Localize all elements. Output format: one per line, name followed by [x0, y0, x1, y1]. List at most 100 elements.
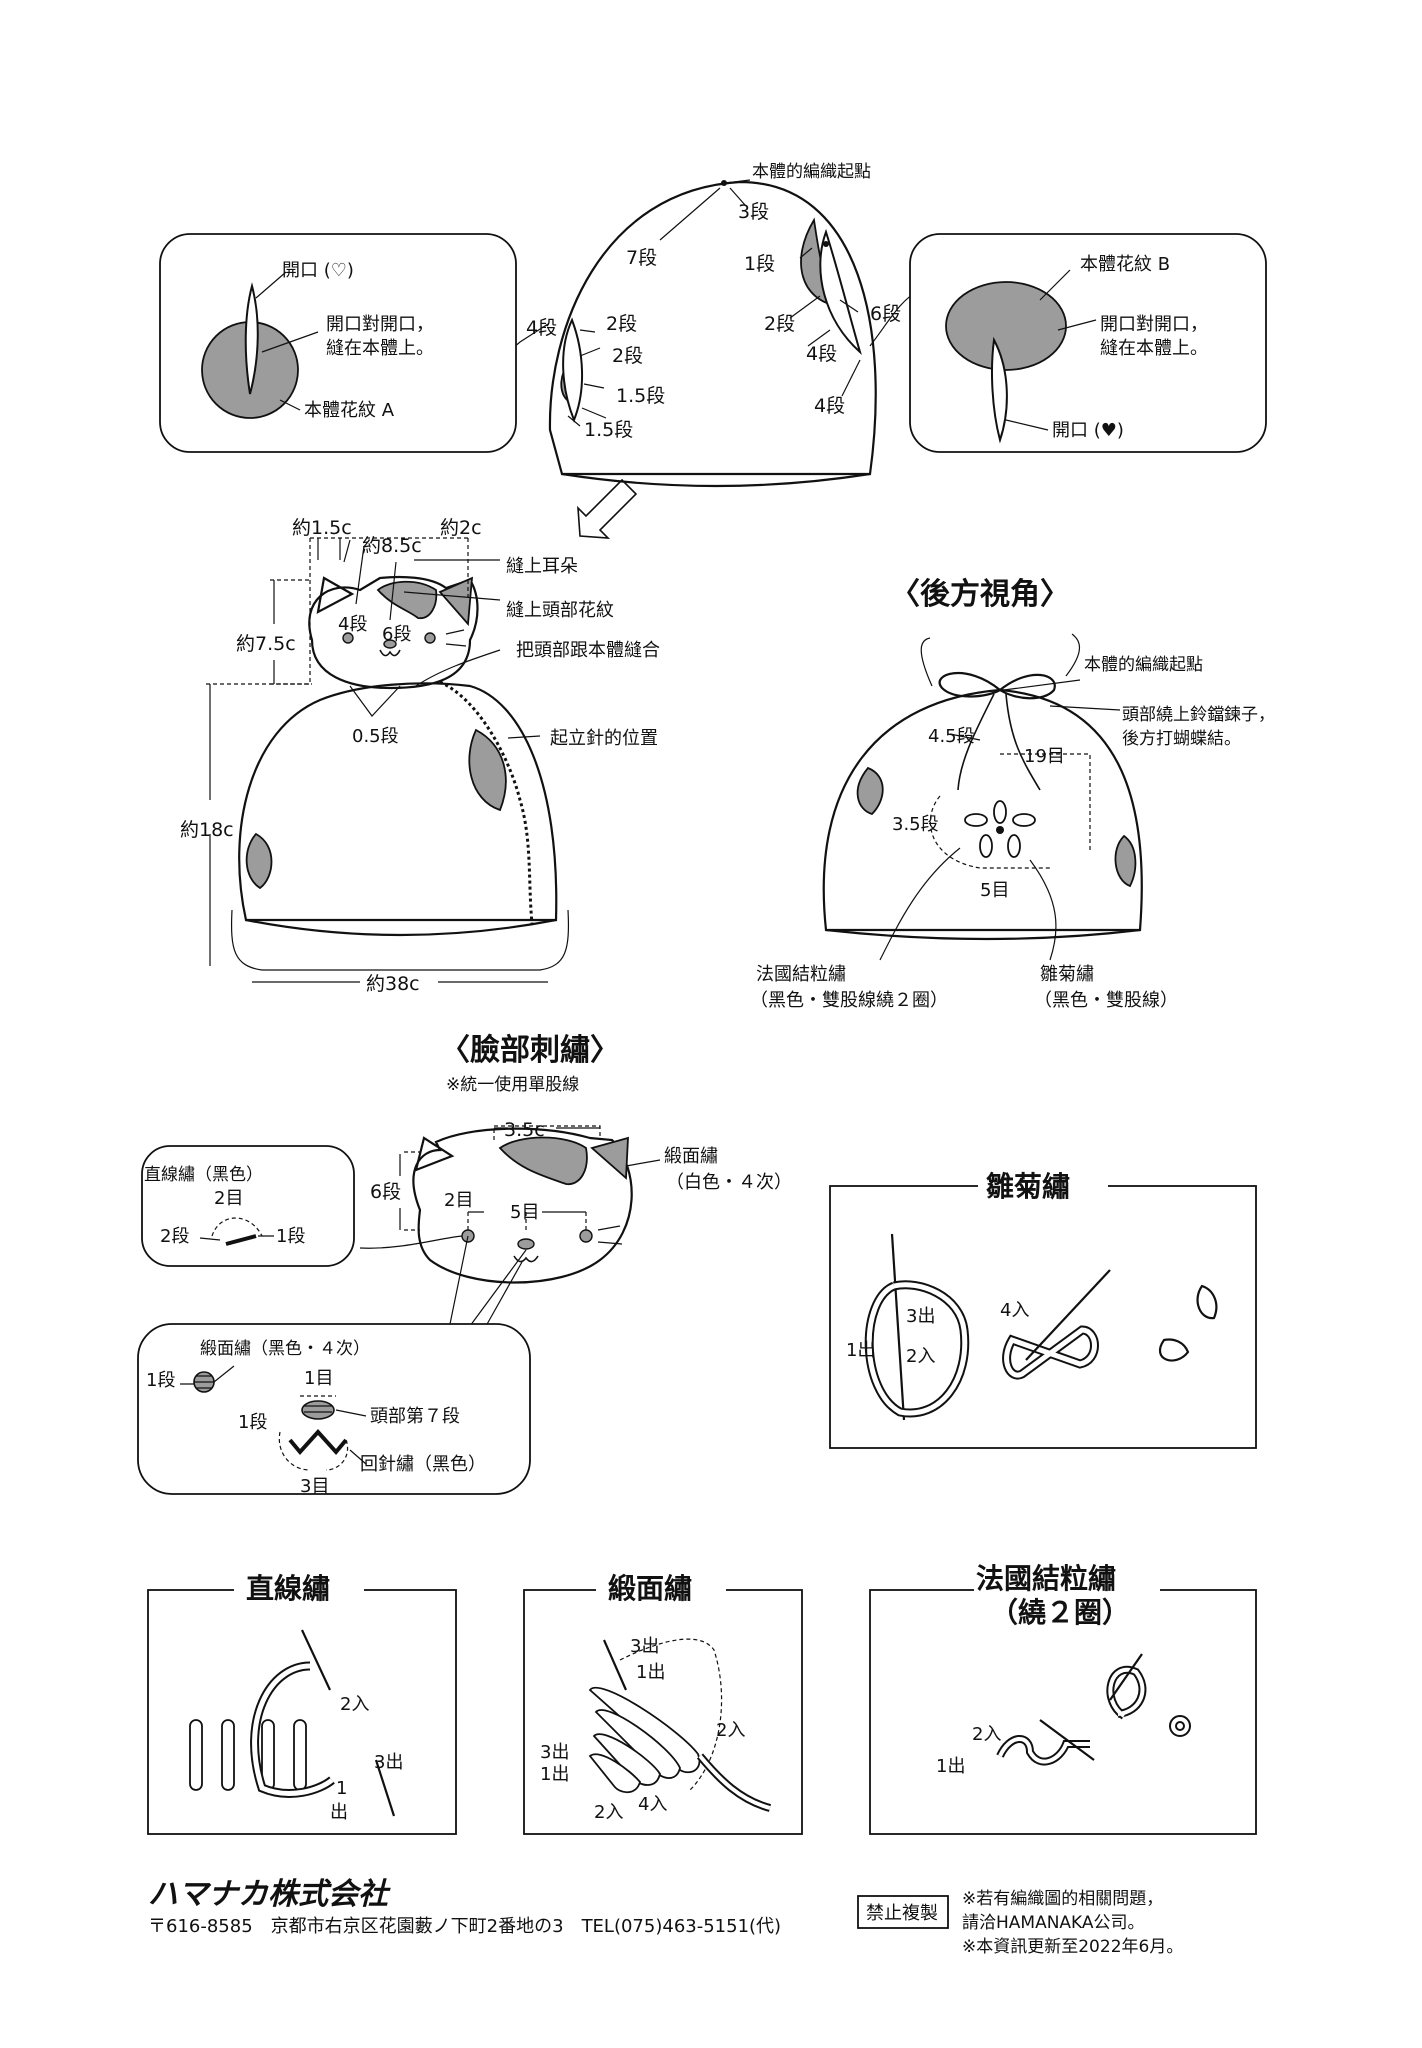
svg-text:開口對開口，: 開口對開口， [326, 314, 434, 335]
svg-text:本體花紋 A: 本體花紋 A [304, 400, 395, 421]
svg-text:本體的編織起點: 本體的編織起點 [1084, 655, 1203, 675]
svg-text:4段: 4段 [806, 343, 837, 365]
french-knot-title: 法國結粒繡 [976, 1562, 1116, 1595]
svg-text:1段: 1段 [238, 1412, 267, 1433]
svg-text:4段: 4段 [338, 614, 367, 635]
svg-text:開口對開口，: 開口對開口， [1100, 314, 1208, 335]
svg-text:約8.5c: 約8.5c [362, 535, 422, 557]
svg-text:緞面繡（黑色・４次）: 緞面繡（黑色・４次） [200, 1339, 370, 1359]
satin-stitch-title: 緞面繡 [608, 1572, 692, 1605]
svg-text:（繞２圈）: （繞２圈） [990, 1596, 1130, 1629]
svg-text:出: 出 [330, 1802, 348, 1823]
svg-text:1出: 1出 [846, 1340, 875, 1361]
svg-text:1出: 1出 [636, 1662, 665, 1683]
lazy-daisy-title: 雛菊繡 [986, 1170, 1070, 1203]
svg-text:3目: 3目 [300, 1476, 329, 1497]
svg-text:1段: 1段 [744, 253, 775, 275]
svg-text:2段: 2段 [160, 1226, 189, 1247]
straight-stitch-box: 直線繡 2入 3出 1 出 [147, 1572, 457, 1835]
callout-pattern-a: 開口 (♡) 開口對開口， 縫在本體上。 本體花紋 A [159, 233, 517, 453]
svg-text:3.5段: 3.5段 [892, 814, 939, 835]
svg-text:約1.5c: 約1.5c [292, 517, 352, 539]
svg-text:後方打蝴蝶結。: 後方打蝴蝶結。 [1122, 729, 1241, 749]
svg-text:縫上頭部花紋: 縫上頭部花紋 [506, 600, 614, 621]
svg-text:2入: 2入 [972, 1724, 1001, 1745]
svg-text:本體花紋 B: 本體花紋 B [1080, 254, 1170, 275]
svg-text:2目: 2目 [444, 1190, 473, 1211]
svg-text:約18c: 約18c [180, 819, 234, 841]
svg-text:開口 (♥): 開口 (♥) [1052, 420, 1124, 441]
face-embroidery-diagram: 〈臉部刺繡〉 ※統一使用單股線 3.5c 6段 2目 5目 緞面繡 （白色・４次… [137, 1033, 792, 1497]
svg-text:3.5c: 3.5c [504, 1119, 545, 1141]
svg-text:1.5段: 1.5段 [616, 385, 665, 407]
svg-text:1出: 1出 [936, 1756, 965, 1777]
svg-text:起立針的位置: 起立針的位置 [550, 728, 658, 749]
svg-text:雛菊繡: 雛菊繡 [1040, 964, 1094, 985]
svg-text:緞面繡: 緞面繡 [664, 1146, 718, 1167]
svg-text:5目: 5目 [980, 880, 1009, 901]
svg-text:4段: 4段 [814, 395, 845, 417]
svg-text:把頭部跟本體縫合: 把頭部跟本體縫合 [516, 640, 660, 661]
back-view-title: 〈後方視角〉 [890, 577, 1070, 612]
satin-stitch-box: 緞面繡 3出 1出 2入 3出 1出 2入 4入 [523, 1572, 803, 1835]
svg-text:2入: 2入 [594, 1802, 623, 1823]
svg-text:約2c: 約2c [440, 517, 482, 539]
svg-text:※若有編織圖的相關問題，: ※若有編織圖的相關問題， [962, 1889, 1163, 1909]
svg-text:※本資訊更新至2022年6月。: ※本資訊更新至2022年6月。 [962, 1937, 1183, 1957]
svg-text:請洽HAMANAKA公司。: 請洽HAMANAKA公司。 [962, 1913, 1145, 1933]
svg-text:1.5段: 1.5段 [584, 419, 633, 441]
svg-text:頭部繞上鈴鐺鍊子，: 頭部繞上鈴鐺鍊子， [1122, 705, 1275, 725]
svg-text:1出: 1出 [540, 1764, 569, 1785]
svg-text:直線繡（黑色）: 直線繡（黑色） [144, 1165, 263, 1185]
svg-text:縫在本體上。: 縫在本體上。 [326, 338, 434, 359]
french-knot-box: 法國結粒繡 （繞２圈） 2入 1出 [869, 1558, 1257, 1835]
footer: ハマナカ株式会社 〒616-8585 京都市右京区花園藪ノ下町2番地の3 TEL… [148, 1877, 1183, 1957]
svg-text:（白色・４次）: （白色・４次） [666, 1172, 792, 1193]
svg-text:約7.5c: 約7.5c [236, 633, 296, 655]
svg-text:約38c: 約38c [366, 973, 420, 995]
svg-text:2目: 2目 [214, 1188, 243, 1209]
body-part-labels: 本體的編織起點 3段 7段 1段 4段 2段 2段 2段 6段 4段 1.5段 … [526, 162, 901, 441]
svg-text:3段: 3段 [738, 201, 769, 223]
face-embroidery-title: 〈臉部刺繡〉 [440, 1033, 620, 1068]
svg-text:7段: 7段 [626, 247, 657, 269]
lazy-daisy-box: 雛菊繡 3出 1出 2入 4入 [829, 1170, 1257, 1449]
svg-text:3出: 3出 [630, 1636, 659, 1657]
address: 〒616-8585 京都市右京区花園藪ノ下町2番地の3 TEL(075)463-… [148, 1916, 781, 1937]
svg-text:4入: 4入 [1000, 1300, 1029, 1321]
svg-text:3出: 3出 [906, 1306, 935, 1327]
svg-text:1目: 1目 [304, 1368, 333, 1389]
arrow-icon [577, 478, 638, 539]
svg-text:法國結粒繡: 法國結粒繡 [756, 964, 846, 985]
svg-text:縫上耳朵: 縫上耳朵 [506, 556, 578, 577]
svg-text:4入: 4入 [638, 1794, 667, 1815]
svg-text:4段: 4段 [526, 317, 557, 339]
svg-text:3出: 3出 [540, 1742, 569, 1763]
svg-text:頭部第７段: 頭部第７段 [370, 1406, 460, 1427]
svg-text:3出: 3出 [374, 1752, 403, 1773]
svg-text:6段: 6段 [370, 1181, 401, 1203]
svg-text:開口 (♡): 開口 (♡) [282, 260, 354, 281]
svg-text:2段: 2段 [612, 345, 643, 367]
body-part-diagram [459, 179, 921, 488]
svg-text:0.5段: 0.5段 [352, 726, 399, 747]
svg-text:4.5段: 4.5段 [928, 726, 975, 747]
svg-text:2入: 2入 [906, 1346, 935, 1367]
svg-text:19目: 19目 [1024, 746, 1065, 767]
svg-text:6段: 6段 [870, 303, 901, 325]
front-view-diagram: 約1.5c 約8.5c 約2c 約7.5c 約18c 約38c 4段 6段 0.… [180, 517, 660, 995]
svg-text:1段: 1段 [276, 1226, 305, 1247]
svg-text:2段: 2段 [764, 313, 795, 335]
svg-text:6段: 6段 [382, 624, 411, 645]
copy-stamp: 禁止複製 [866, 1903, 938, 1924]
svg-text:1: 1 [336, 1778, 347, 1799]
svg-text:（黑色・雙股線）: （黑色・雙股線） [1034, 990, 1178, 1011]
start-label: 本體的編織起點 [752, 162, 871, 182]
svg-text:※統一使用單股線: ※統一使用單股線 [446, 1074, 579, 1095]
callout-pattern-b: 本體花紋 B 開口對開口， 縫在本體上。 開口 (♥) [909, 233, 1267, 453]
lazy-daisy-flower [964, 800, 1036, 858]
company-logo: ハマナカ株式会社 [148, 1877, 391, 1912]
svg-text:（黑色・雙股線繞２圈）: （黑色・雙股線繞２圈） [750, 990, 948, 1011]
svg-text:5目: 5目 [510, 1202, 539, 1223]
